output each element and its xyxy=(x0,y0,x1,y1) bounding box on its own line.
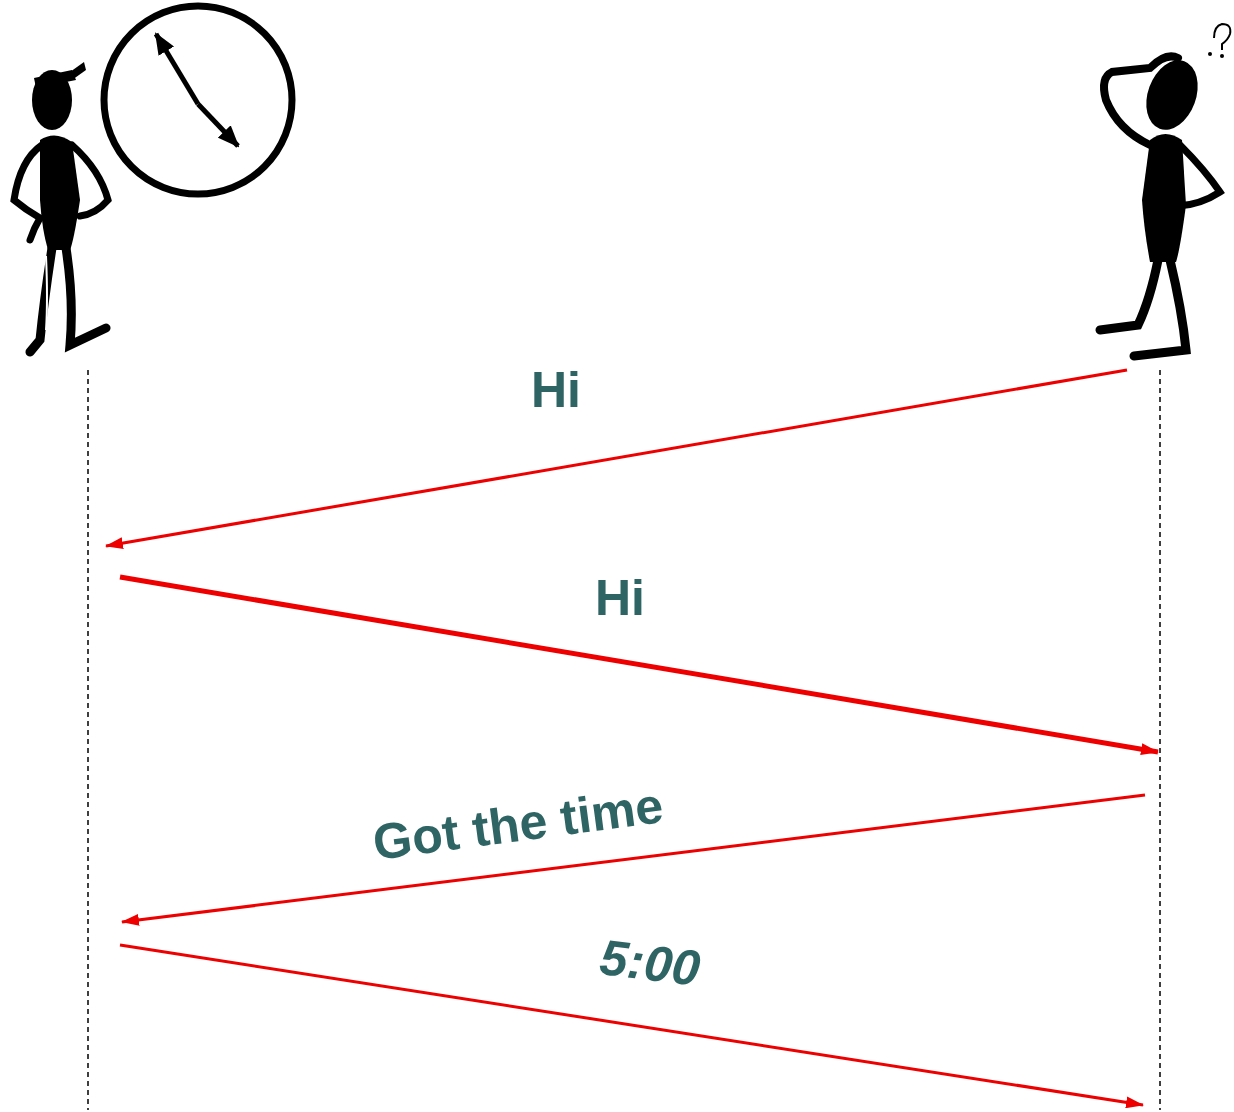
message-label: Hi xyxy=(531,365,581,415)
lifeline xyxy=(87,370,89,1110)
message-arrow xyxy=(106,370,1127,546)
clock-icon xyxy=(104,6,292,194)
lifeline xyxy=(1159,370,1161,1110)
message-label: Got the time xyxy=(370,780,666,868)
person-figure xyxy=(1100,24,1230,356)
person-figure xyxy=(14,62,108,352)
message-label: 5:00 xyxy=(597,932,702,994)
message-label: Hi xyxy=(595,573,645,623)
